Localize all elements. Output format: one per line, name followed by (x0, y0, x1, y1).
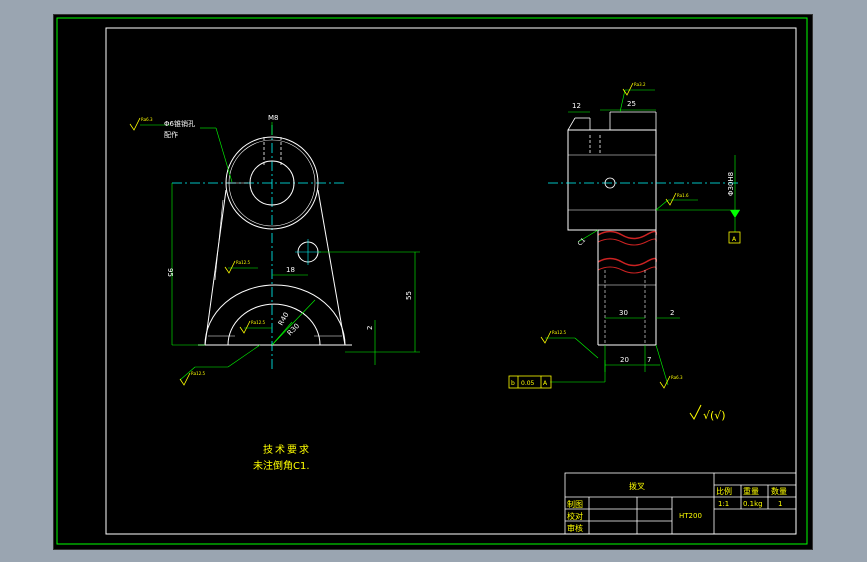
drawing-sheet (53, 14, 813, 550)
dim-m8: M8 (268, 114, 279, 122)
dim-95: 95 (166, 268, 174, 277)
dim-25: 25 (627, 100, 636, 108)
scale-header: 比例 (716, 486, 732, 496)
tech-req-title: 技术要求 (263, 443, 311, 456)
tolerance-datum: A (543, 380, 548, 387)
dim-2-side: 2 (670, 309, 674, 317)
break-line-bottom (597, 257, 658, 267)
dim-55: 55 (405, 291, 413, 300)
weight-value: 0.1kg (743, 500, 763, 508)
part-name: 拨叉 (629, 481, 645, 491)
dim-18: 18 (286, 266, 295, 274)
front-view (140, 122, 420, 381)
fork-inner-arc (227, 303, 321, 346)
hub-block (567, 129, 657, 231)
drawn-label: 制图 (567, 499, 583, 509)
side-pin-hole (604, 177, 616, 189)
qty-value: 1 (778, 500, 782, 508)
roughness-r4: Ra12.5 (236, 260, 251, 265)
roughness-r5: Ra12.5 (251, 320, 266, 325)
general-roughness: √(√) (703, 409, 726, 422)
tech-req-note: 未注倒角C1. (253, 459, 310, 472)
weight-header: 重量 (743, 486, 759, 496)
scale-value: 1:1 (718, 500, 729, 508)
title-block (564, 472, 797, 535)
dim-12: 12 (572, 102, 581, 110)
tolerance-frame (508, 375, 552, 389)
dim-7: 7 (647, 356, 651, 364)
roughness-r8: Ra12.5 (552, 330, 567, 335)
roughness-r6: Ra12.5 (191, 371, 206, 376)
dim-r30: R30 (286, 322, 301, 337)
material: HT200 (679, 512, 702, 520)
roughness-symbols (129, 82, 677, 389)
bore-circle (249, 160, 295, 206)
note-pin-hole: Φ6锥销孔 (164, 119, 195, 128)
dim-2-front: 2 (366, 326, 374, 330)
inner-frame (105, 27, 797, 535)
dim-bore: Φ30H8 (727, 172, 735, 196)
tolerance-symbol: b (511, 380, 515, 387)
dim-20: 20 (620, 356, 629, 364)
datum-box (728, 231, 741, 244)
fork-outer-arc (204, 284, 346, 346)
roughness-r3: Ra1.6 (677, 193, 689, 198)
checked-label: 校对 (567, 511, 583, 521)
qty-header: 数量 (771, 486, 787, 496)
dim-r40: R40 (277, 311, 291, 327)
break-line-top (597, 230, 658, 240)
general-roughness-symbol (689, 404, 702, 420)
dim-30: 30 (619, 309, 628, 317)
outer-border (56, 17, 808, 545)
roughness-r9: Ra6.3 (671, 375, 683, 380)
approved-label: 审核 (567, 523, 583, 533)
roughness-r2: Ra3.2 (634, 82, 646, 87)
chamfer-c1: C1 (576, 237, 587, 248)
roughness-r1: Ra6.3 (141, 117, 153, 122)
note-pin-hole-2: 配作 (164, 130, 178, 139)
datum-label: A (732, 236, 737, 243)
tolerance-value: 0.05 (521, 380, 535, 387)
side-view (545, 89, 740, 386)
